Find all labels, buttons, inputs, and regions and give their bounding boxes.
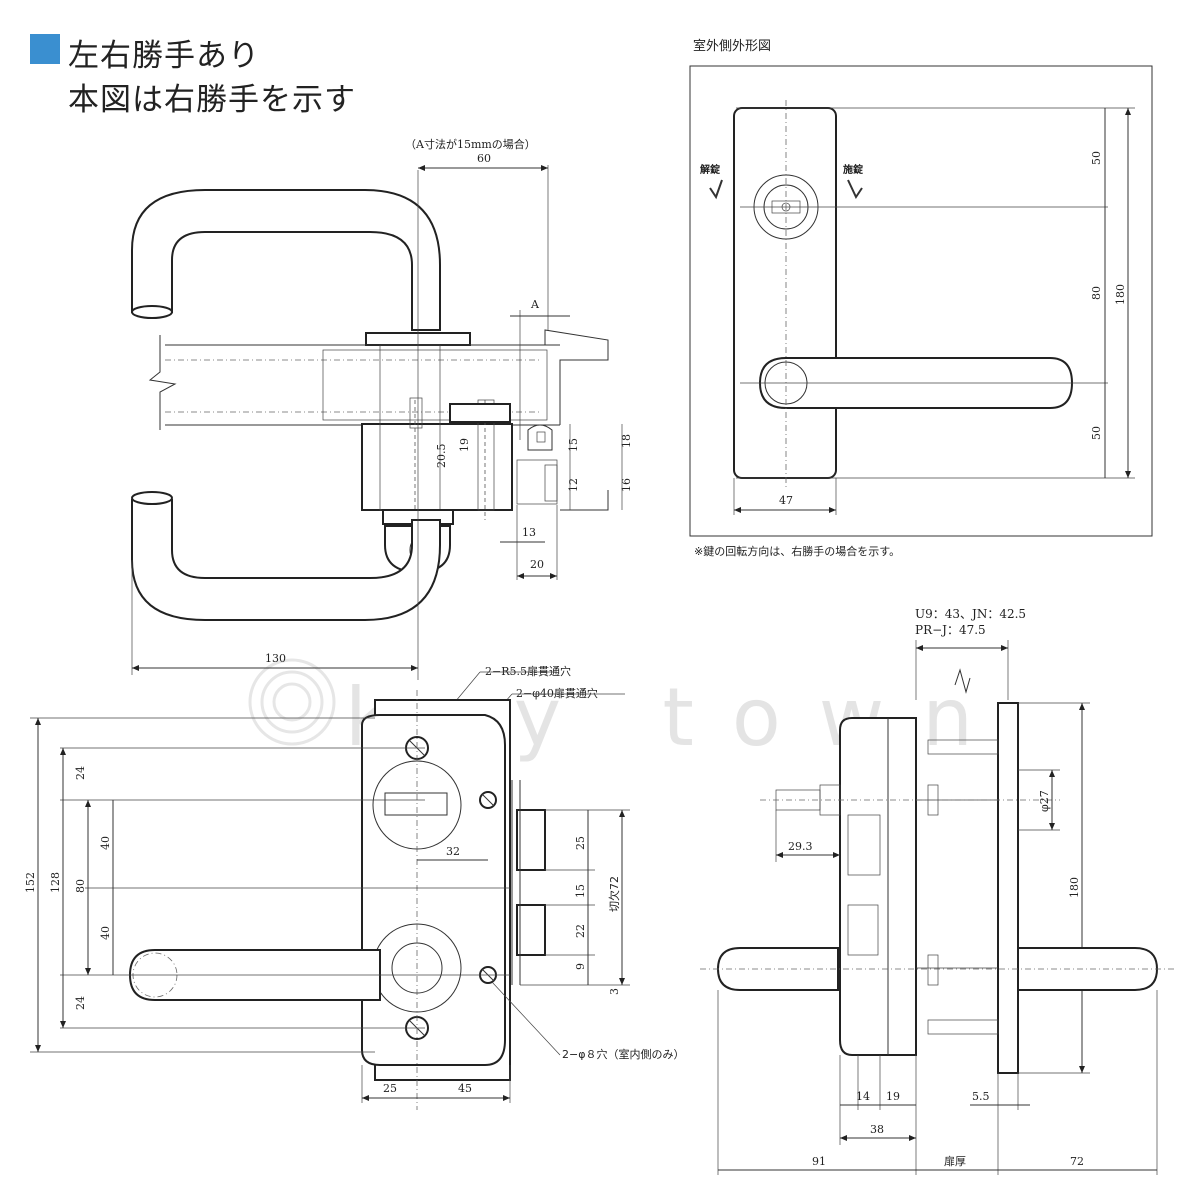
dim-25: 25 xyxy=(574,836,587,850)
upper-lever xyxy=(131,189,441,331)
side-view: （A寸法が15mmの場合） xyxy=(131,137,633,680)
unlock-label: 解錠 xyxy=(700,163,720,176)
lock-label: 施錠 xyxy=(843,163,863,176)
dim-20: 20 xyxy=(530,558,544,571)
dim-128: 128 xyxy=(49,872,62,893)
dim-12: 12 xyxy=(567,478,580,492)
dim-40b: 40 xyxy=(99,926,112,940)
dim-14: 14 xyxy=(856,1090,870,1103)
dim-50a: 50 xyxy=(1090,151,1103,165)
dim-24a: 24 xyxy=(74,766,87,780)
dim-50b: 50 xyxy=(1090,426,1103,440)
dim-60: 60 xyxy=(477,152,491,165)
case-body xyxy=(361,714,506,1066)
dim-24b: 24 xyxy=(74,996,87,1010)
section-case xyxy=(839,717,917,1056)
side-note: （A寸法が15mmの場合） xyxy=(405,137,536,151)
section-note1: U9：43、JN：42.5 xyxy=(915,607,1026,621)
front-view: 2−R5.5扉貫通穴 2−φ40扉貫通穴 xyxy=(24,664,684,1110)
section-view: U9：43、JN：42.5 PR−J：47.5 180 φ27 xyxy=(700,607,1175,1175)
outdoor-title: 室外側外形図 xyxy=(693,38,771,54)
dim-18: 18 xyxy=(620,434,633,448)
dim-13: 13 xyxy=(522,526,536,539)
dim-15: 15 xyxy=(567,438,580,452)
label-phi40: 2−φ40扉貫通穴 xyxy=(516,686,598,700)
dim-16: 16 xyxy=(620,478,633,492)
header-line1: 左右勝手あり xyxy=(68,38,260,74)
escutcheon-plate xyxy=(733,107,837,479)
upper-lever-end xyxy=(131,305,173,319)
header-line2: 本図は右勝手を示す xyxy=(68,82,356,118)
dim-29-3: 29.3 xyxy=(788,840,813,853)
outdoor-view: 室外側外形図 解錠 施錠 50 80 180 50 47 ※鍵の回転方向は、右勝… xyxy=(689,38,1153,558)
header-marker xyxy=(30,34,60,64)
outdoor-footnote: ※鍵の回転方向は、右勝手の場合を示す。 xyxy=(694,544,900,558)
dim-45: 45 xyxy=(458,1082,472,1095)
dim-9: 9 xyxy=(574,963,587,970)
section-note2: PR−J：47.5 xyxy=(915,623,986,637)
dim-32: 32 xyxy=(446,845,460,858)
dim-15: 15 xyxy=(574,884,587,898)
dim-152: 152 xyxy=(24,872,37,893)
dim-130: 130 xyxy=(265,652,286,665)
dim-72: 72 xyxy=(1070,1155,1084,1168)
dim-phi27: φ27 xyxy=(1038,790,1051,812)
label-r55: 2−R5.5扉貫通穴 xyxy=(485,664,571,678)
dim-19: 19 xyxy=(458,438,471,452)
dim-47: 47 xyxy=(779,494,793,507)
dim-80: 80 xyxy=(1090,286,1103,300)
dim-notch-72: 切欠72 xyxy=(607,876,621,912)
dim-180: 180 xyxy=(1068,877,1081,898)
dim-38: 38 xyxy=(870,1123,884,1136)
dim-A: A xyxy=(530,298,540,311)
dim-20-5: 20.5 xyxy=(435,444,448,469)
dim-25b: 25 xyxy=(383,1082,397,1095)
lock-case xyxy=(361,423,513,511)
dim-80: 80 xyxy=(74,879,87,893)
dim-19: 19 xyxy=(886,1090,900,1103)
dim-40a: 40 xyxy=(99,836,112,850)
dim-180: 180 xyxy=(1114,284,1127,305)
outdoor-plate xyxy=(997,702,1019,1074)
dim-91: 91 xyxy=(812,1155,826,1168)
dim-22: 22 xyxy=(574,924,587,938)
dim-3: 3 xyxy=(608,988,621,995)
lower-lever xyxy=(131,499,441,621)
dim-door-thickness: 扉厚 xyxy=(944,1155,966,1168)
label-phi8: 2−φ８穴（室内側のみ） xyxy=(562,1047,684,1061)
dim-5-5: 5.5 xyxy=(972,1090,990,1103)
outdoor-frame xyxy=(689,65,1153,537)
